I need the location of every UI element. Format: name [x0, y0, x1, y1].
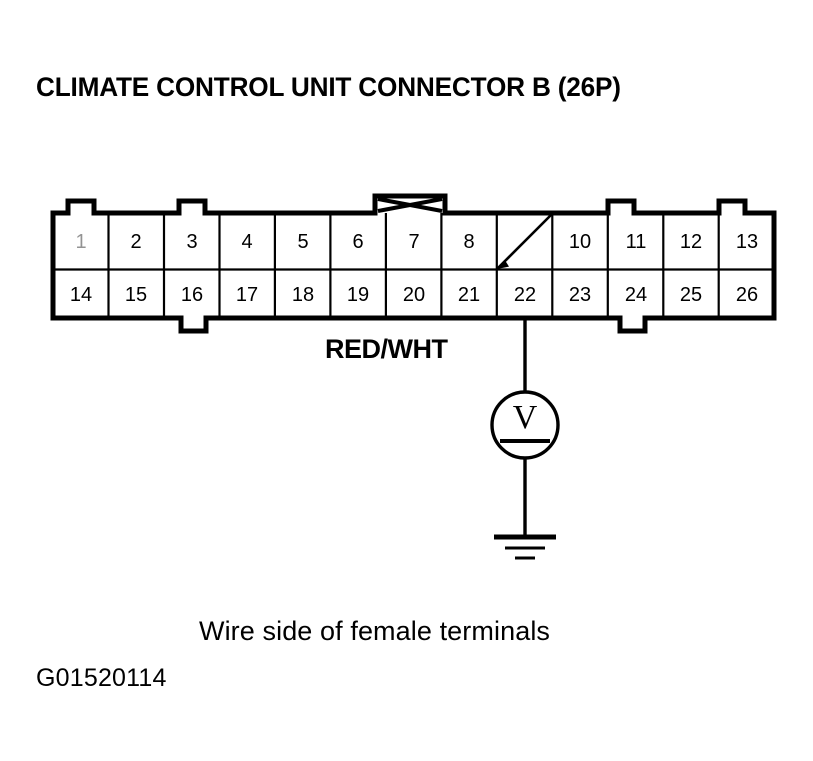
pin-14: 14: [69, 284, 93, 306]
page-title: CLIMATE CONTROL UNIT CONNECTOR B (26P): [36, 72, 621, 102]
pin-22: 22: [513, 284, 537, 306]
pin-3: 3: [186, 231, 198, 253]
pin-19: 19: [346, 284, 370, 306]
pin-15: 15: [124, 284, 148, 306]
pin-6: 6: [352, 231, 364, 253]
pin-5: 5: [297, 231, 309, 253]
column-dividers: [107, 213, 720, 318]
wire-color-label: RED/WHT: [325, 334, 448, 364]
pin-17: 17: [235, 284, 259, 306]
pin-26: 26: [735, 284, 759, 306]
pin-2: 2: [130, 231, 142, 253]
pin-23: 23: [568, 284, 592, 306]
pin-7: 7: [408, 231, 420, 253]
pin-11: 11: [625, 231, 647, 253]
figure-caption: Wire side of female terminals: [199, 616, 551, 646]
pin-21: 21: [457, 284, 481, 306]
test-circuit: [490, 318, 560, 560]
ground-symbol: [494, 534, 556, 560]
pin-1: 1: [75, 231, 87, 253]
blank-cavity-slash-icon: [496, 213, 553, 270]
pin-25: 25: [679, 284, 703, 306]
pin-8: 8: [463, 231, 475, 253]
pin-16: 16: [180, 284, 204, 306]
pin-4: 4: [241, 231, 253, 253]
pin-13: 13: [735, 231, 759, 253]
hatched-latch-tab: [377, 197, 443, 213]
voltmeter-letter: V: [512, 399, 538, 436]
pin-10: 10: [568, 231, 592, 253]
figure-id: G01520114: [36, 664, 167, 692]
pin-12: 12: [679, 231, 703, 253]
pin-18: 18: [291, 284, 315, 306]
pin-20: 20: [402, 284, 426, 306]
connector-outline: [50, 193, 777, 334]
pin-24: 24: [624, 284, 648, 306]
